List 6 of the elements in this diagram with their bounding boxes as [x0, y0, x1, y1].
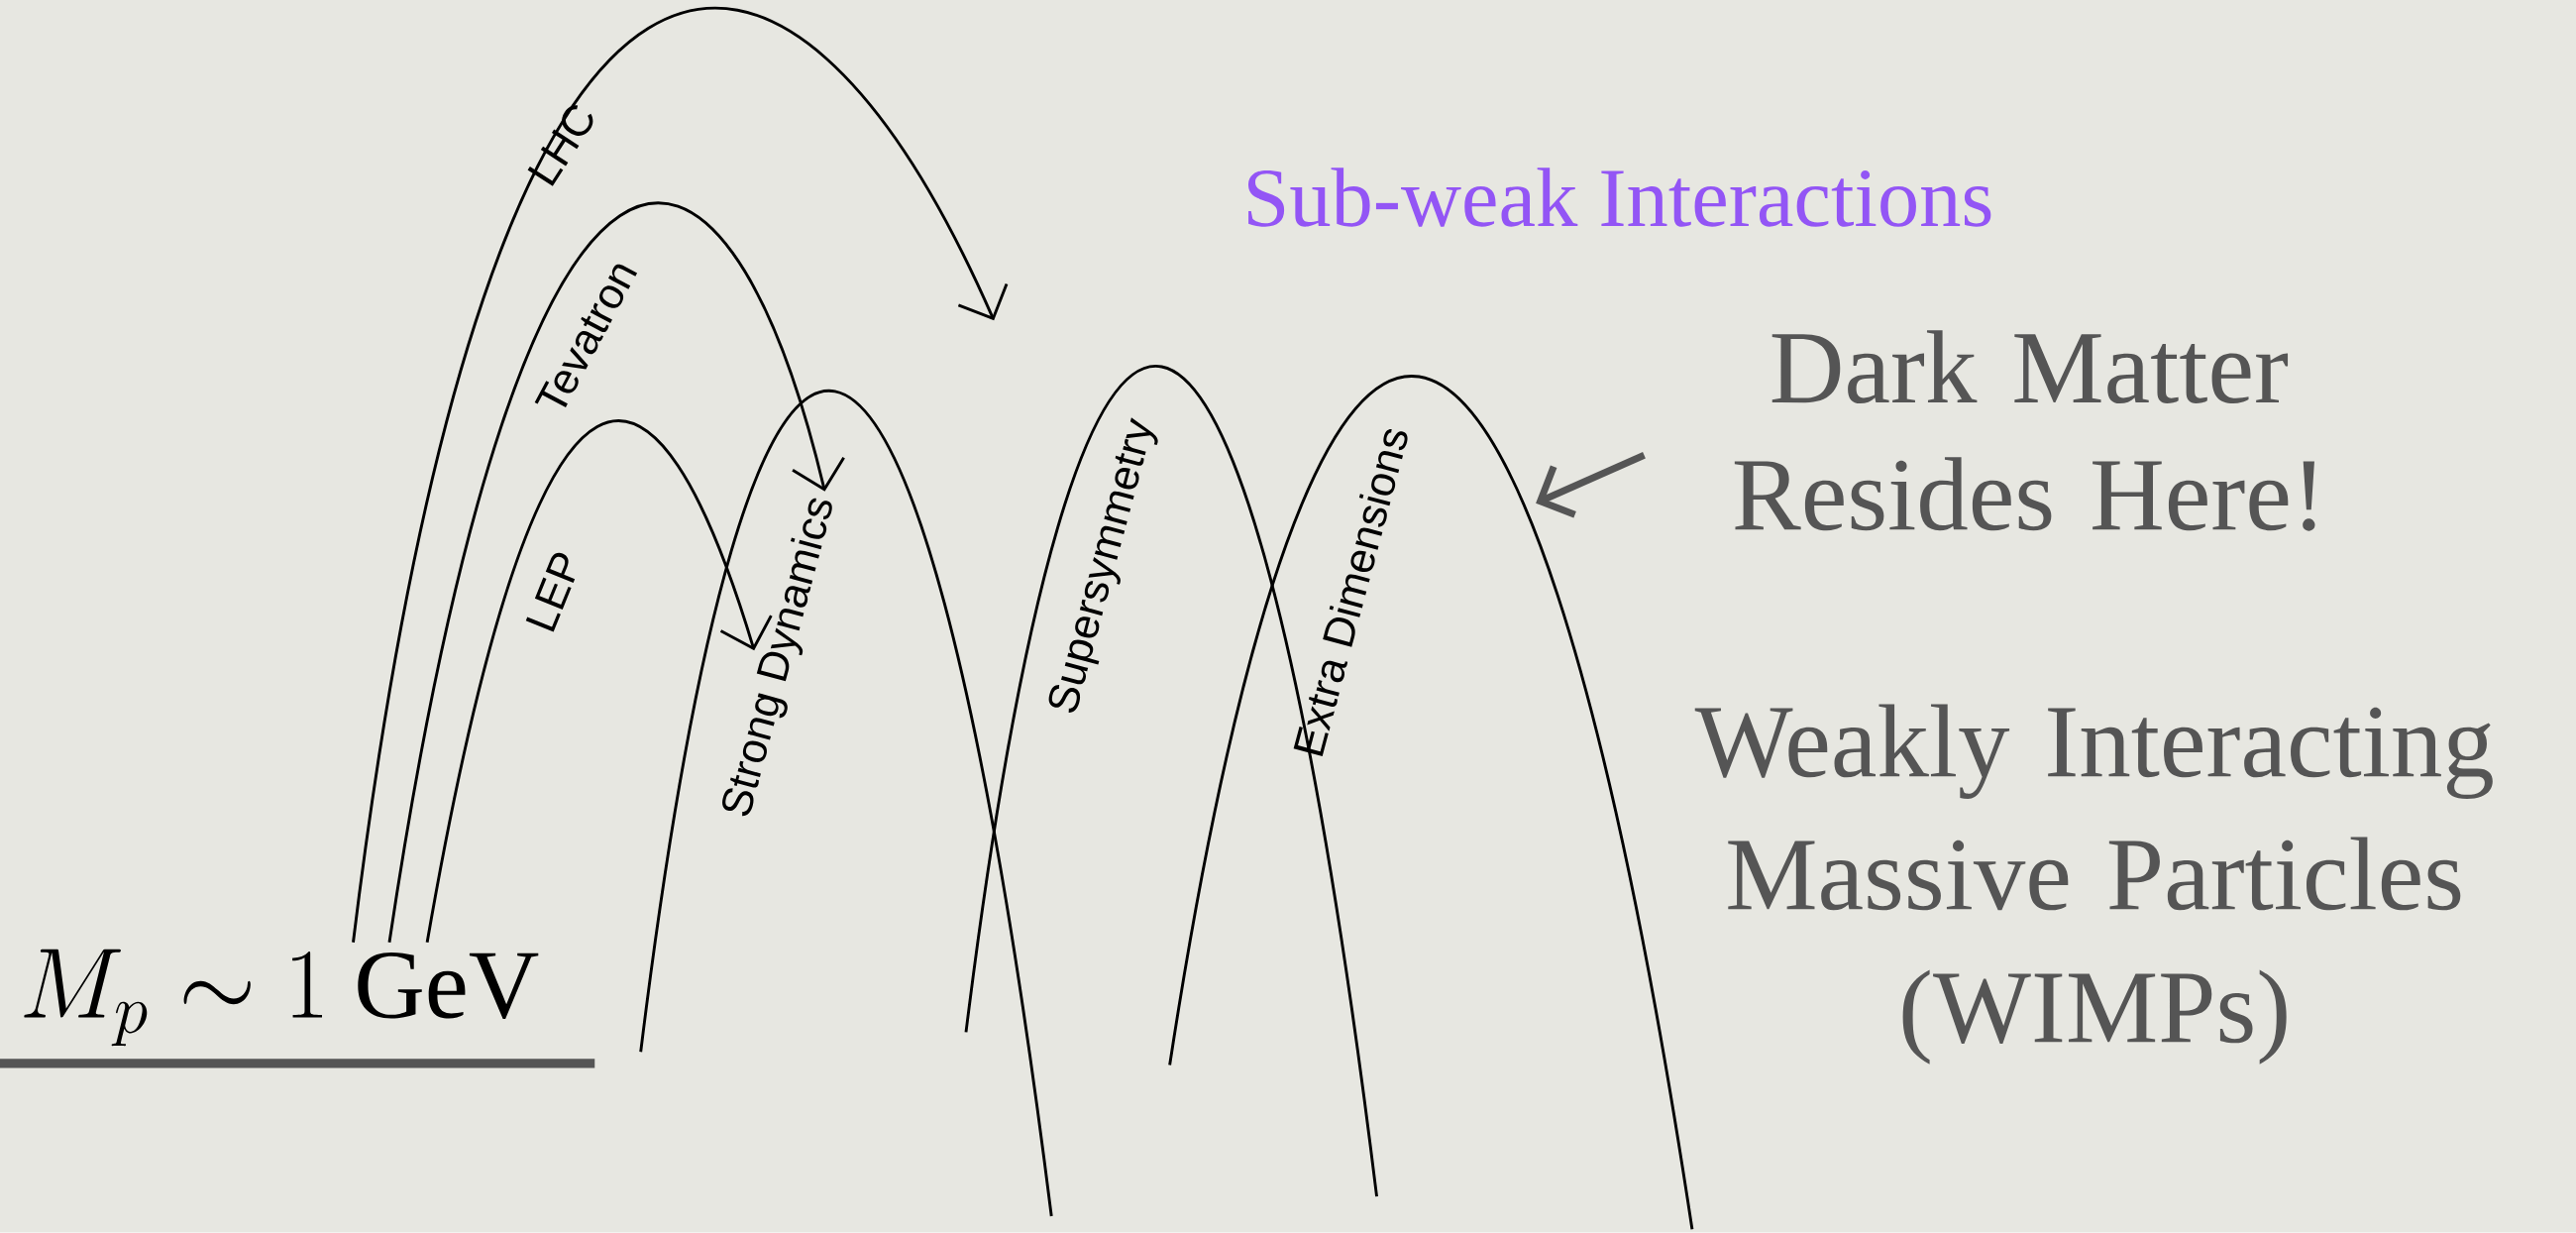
note-text: Weakly Interacting Massive Particles (WIMPs) — [1694, 704, 2493, 1065]
edge-label: LEP — [525, 552, 576, 632]
callout-text: Dark Matter Resides Here! — [1734, 330, 2315, 531]
formula: $M_p \sim 1\ \mathrm{GeV}$ — [24, 949, 539, 1047]
arrow — [1536, 452, 1646, 518]
heading: Sub-weak Interactions — [1248, 168, 1991, 227]
